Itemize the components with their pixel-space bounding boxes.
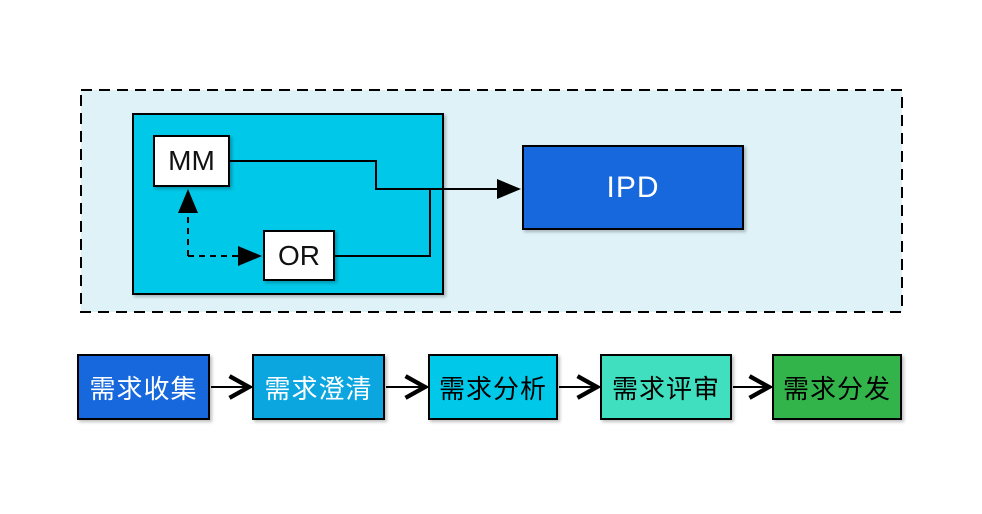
flow-step-label: 需求分发 (782, 373, 891, 404)
node-or-label: OR (278, 239, 320, 271)
node-ipd-label: IPD (606, 170, 660, 204)
flow-step-label: 需求澄清 (264, 373, 373, 404)
flow-step-requirement-distribution: 需求分发 (772, 354, 902, 420)
flow-step-label: 需求评审 (611, 373, 720, 404)
flow-step-requirement-analysis: 需求分析 (428, 354, 558, 420)
node-mm-label: MM (168, 145, 215, 176)
flow-step-requirement-collection: 需求收集 (77, 354, 210, 420)
flow-step-label: 需求分析 (438, 373, 547, 404)
node-or: OR (263, 230, 335, 281)
node-ipd: IPD (522, 145, 744, 230)
flow-step-requirement-review: 需求评审 (600, 354, 732, 420)
flow-step-requirement-clarification: 需求澄清 (252, 354, 385, 420)
flow-step-label: 需求收集 (89, 373, 198, 404)
node-mm: MM (153, 135, 230, 187)
